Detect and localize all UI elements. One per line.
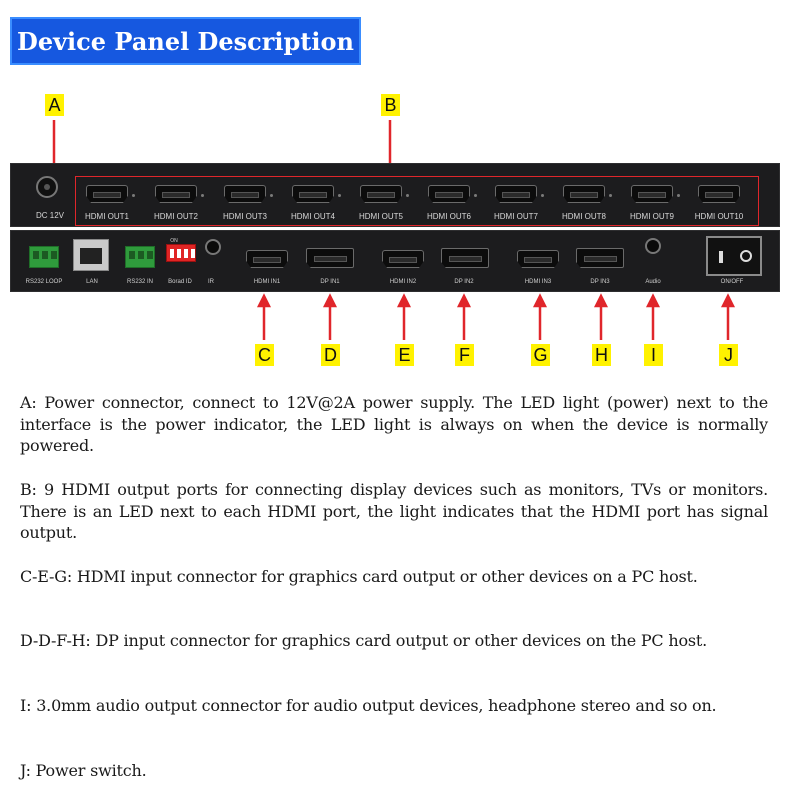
hdmi-out-label: HDMI OUT3 <box>223 212 267 221</box>
led-indicator-icon <box>338 194 341 197</box>
hdmi-out-port-icon <box>224 185 266 203</box>
hdmi-in3-label: HDMI IN3 <box>524 279 552 285</box>
hdmi-out-label: HDMI OUT6 <box>427 212 471 221</box>
hdmi-out-label: HDMI OUT7 <box>494 212 538 221</box>
dc-power-jack-icon <box>36 176 58 198</box>
hdmi-out-port-icon <box>292 185 334 203</box>
hdmi-out-label: HDMI OUT4 <box>291 212 335 221</box>
callout-letter-j: J <box>719 344 738 366</box>
ir-port-icon <box>205 239 221 255</box>
dip-switch-icon <box>166 244 196 262</box>
hdmi-out-label: HDMI OUT9 <box>630 212 674 221</box>
borad-id-label: Borad ID <box>168 279 192 285</box>
ir-label: IR <box>208 279 214 285</box>
description-a: A: Power connector, connect to 12V@2A po… <box>20 393 768 455</box>
audio-jack-icon <box>645 238 661 254</box>
lan-label: LAN <box>86 279 98 285</box>
callout-letter-c: C <box>255 344 274 366</box>
hdmi-out-port-icon <box>495 185 537 203</box>
dp-in3-label: DP IN3 <box>590 279 610 285</box>
callout-arrow-g <box>532 293 548 308</box>
hdmi-out-label: HDMI OUT5 <box>359 212 403 221</box>
callout-letter-d: D <box>321 344 340 366</box>
power-switch-icon <box>706 236 762 276</box>
callout-arrow-f <box>456 293 472 308</box>
callout-arrow-i <box>645 293 661 308</box>
led-indicator-icon <box>677 194 680 197</box>
callout-arrow-d <box>322 293 338 308</box>
description-d-d-f-h: D-D-F-H: DP input connector for graphics… <box>20 631 708 650</box>
led-indicator-icon <box>201 194 204 197</box>
hdmi-out-label: HDMI OUT1 <box>85 212 129 221</box>
callout-letter-h: H <box>592 344 611 366</box>
hdmi-out-port-icon <box>631 185 673 203</box>
hdmi-out-port-icon <box>155 185 197 203</box>
description-j: J: Power switch. <box>20 761 147 780</box>
hdmi-out-port-icon <box>698 185 740 203</box>
callout-letter-i: I <box>644 344 663 366</box>
led-indicator-icon <box>541 194 544 197</box>
hdmi-in2-label: HDMI IN2 <box>389 279 417 285</box>
hdmi-in-port-icon <box>246 250 288 268</box>
callout-letter-f: F <box>455 344 474 366</box>
lan-port-icon <box>73 239 109 271</box>
callout-letter-g: G <box>531 344 550 366</box>
callout-arrow-e <box>396 293 412 308</box>
description-b: B: 9 HDMI output ports for connecting di… <box>20 480 768 542</box>
hdmi-out-port-icon <box>428 185 470 203</box>
hdmi-out-port-icon <box>360 185 402 203</box>
rs232-loop-terminal-icon <box>29 246 59 268</box>
dip-on-label: ON <box>170 238 178 244</box>
rs232-in-terminal-icon <box>125 246 155 268</box>
dp-in-port-icon <box>441 248 489 268</box>
page-title: Device Panel Description <box>10 17 361 65</box>
led-indicator-icon <box>474 194 477 197</box>
hdmi-output-highlight-box <box>75 176 759 226</box>
callout-arrow-c <box>256 293 272 308</box>
dp-in-port-icon <box>306 248 354 268</box>
on-off-label: ON/OFF <box>720 279 744 285</box>
callout-arrow-j <box>720 293 736 308</box>
callout-letter-a: A <box>45 94 64 116</box>
hdmi-out-label: HDMI OUT10 <box>694 212 744 221</box>
hdmi-out-port-icon <box>86 185 128 203</box>
hdmi-out-label: HDMI OUT8 <box>562 212 606 221</box>
dp-in2-label: DP IN2 <box>454 279 474 285</box>
audio-label: Audio <box>645 279 661 285</box>
hdmi-out-label: HDMI OUT2 <box>154 212 198 221</box>
callout-arrow-h <box>593 293 609 308</box>
led-indicator-icon <box>406 194 409 197</box>
led-indicator-icon <box>132 194 135 197</box>
hdmi-in-port-icon <box>382 250 424 268</box>
callout-letter-b: B <box>381 94 400 116</box>
dp-in1-label: DP IN1 <box>320 279 340 285</box>
led-indicator-icon <box>609 194 612 197</box>
hdmi-out-port-icon <box>563 185 605 203</box>
rs232-loop-label: RS232 LOOP <box>25 279 63 285</box>
rs232-in-label: RS232 IN <box>126 279 154 285</box>
callout-letter-e: E <box>395 344 414 366</box>
dp-in-port-icon <box>576 248 624 268</box>
hdmi-in1-label: HDMI IN1 <box>253 279 281 285</box>
dc-label: DC 12V <box>35 211 65 220</box>
description-i: I: 3.0mm audio output connector for audi… <box>20 696 717 715</box>
led-indicator-icon <box>270 194 273 197</box>
description-c-e-g: C-E-G: HDMI input connector for graphics… <box>20 567 698 586</box>
hdmi-in-port-icon <box>517 250 559 268</box>
